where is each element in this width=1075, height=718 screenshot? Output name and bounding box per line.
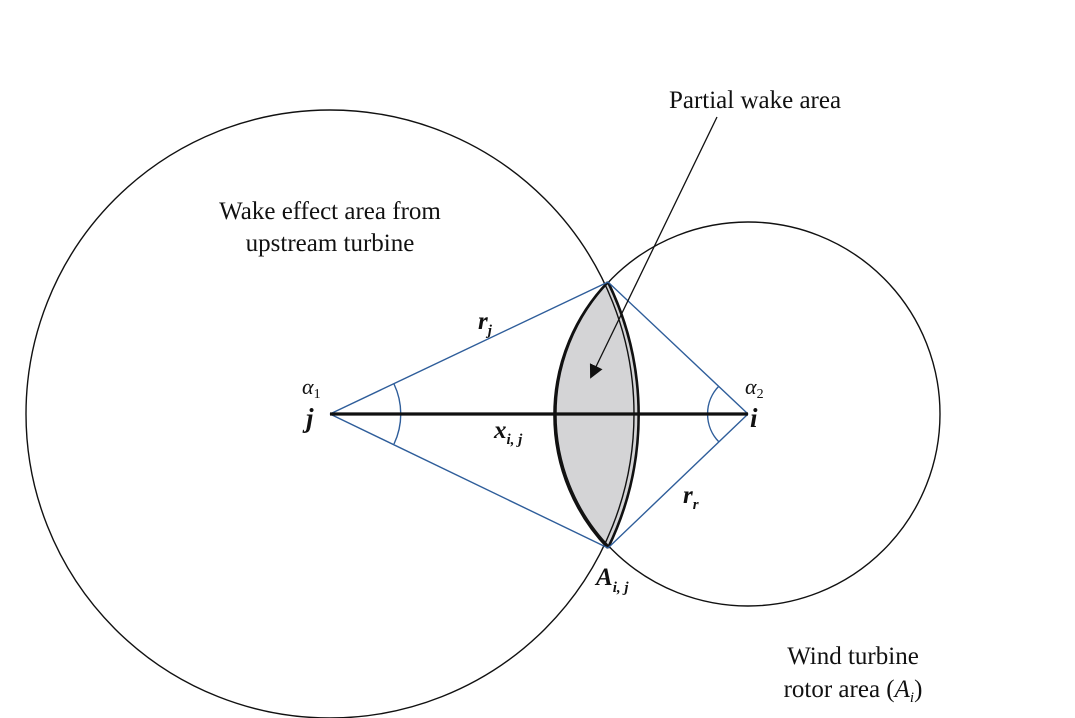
rr-label: rr	[683, 482, 699, 513]
alpha1-label: α1	[302, 374, 321, 402]
i-label: i	[750, 403, 758, 433]
radius-rj-upper	[329, 281, 609, 415]
aij-label: Ai, j	[594, 564, 629, 596]
partial-wake-arrow	[589, 116, 718, 379]
rotor-area-label-line1: Wind turbine	[787, 643, 919, 670]
wake-effect-label-line2: upstream turbine	[246, 230, 415, 257]
alpha2-label: α2	[745, 374, 764, 402]
radius-rr-lower	[607, 413, 749, 549]
rj-label: rj	[478, 308, 493, 339]
radius-rr-upper	[607, 281, 749, 415]
partial-wake-label: Partial wake area	[669, 87, 841, 114]
rotor-area-label-line2: rotor area (Ai)	[784, 676, 923, 706]
xij-label: xi, j	[493, 417, 523, 448]
j-label: j	[302, 403, 314, 433]
wake-effect-label-line1: Wake effect area from	[219, 198, 441, 225]
radius-rj-lower	[329, 413, 609, 549]
